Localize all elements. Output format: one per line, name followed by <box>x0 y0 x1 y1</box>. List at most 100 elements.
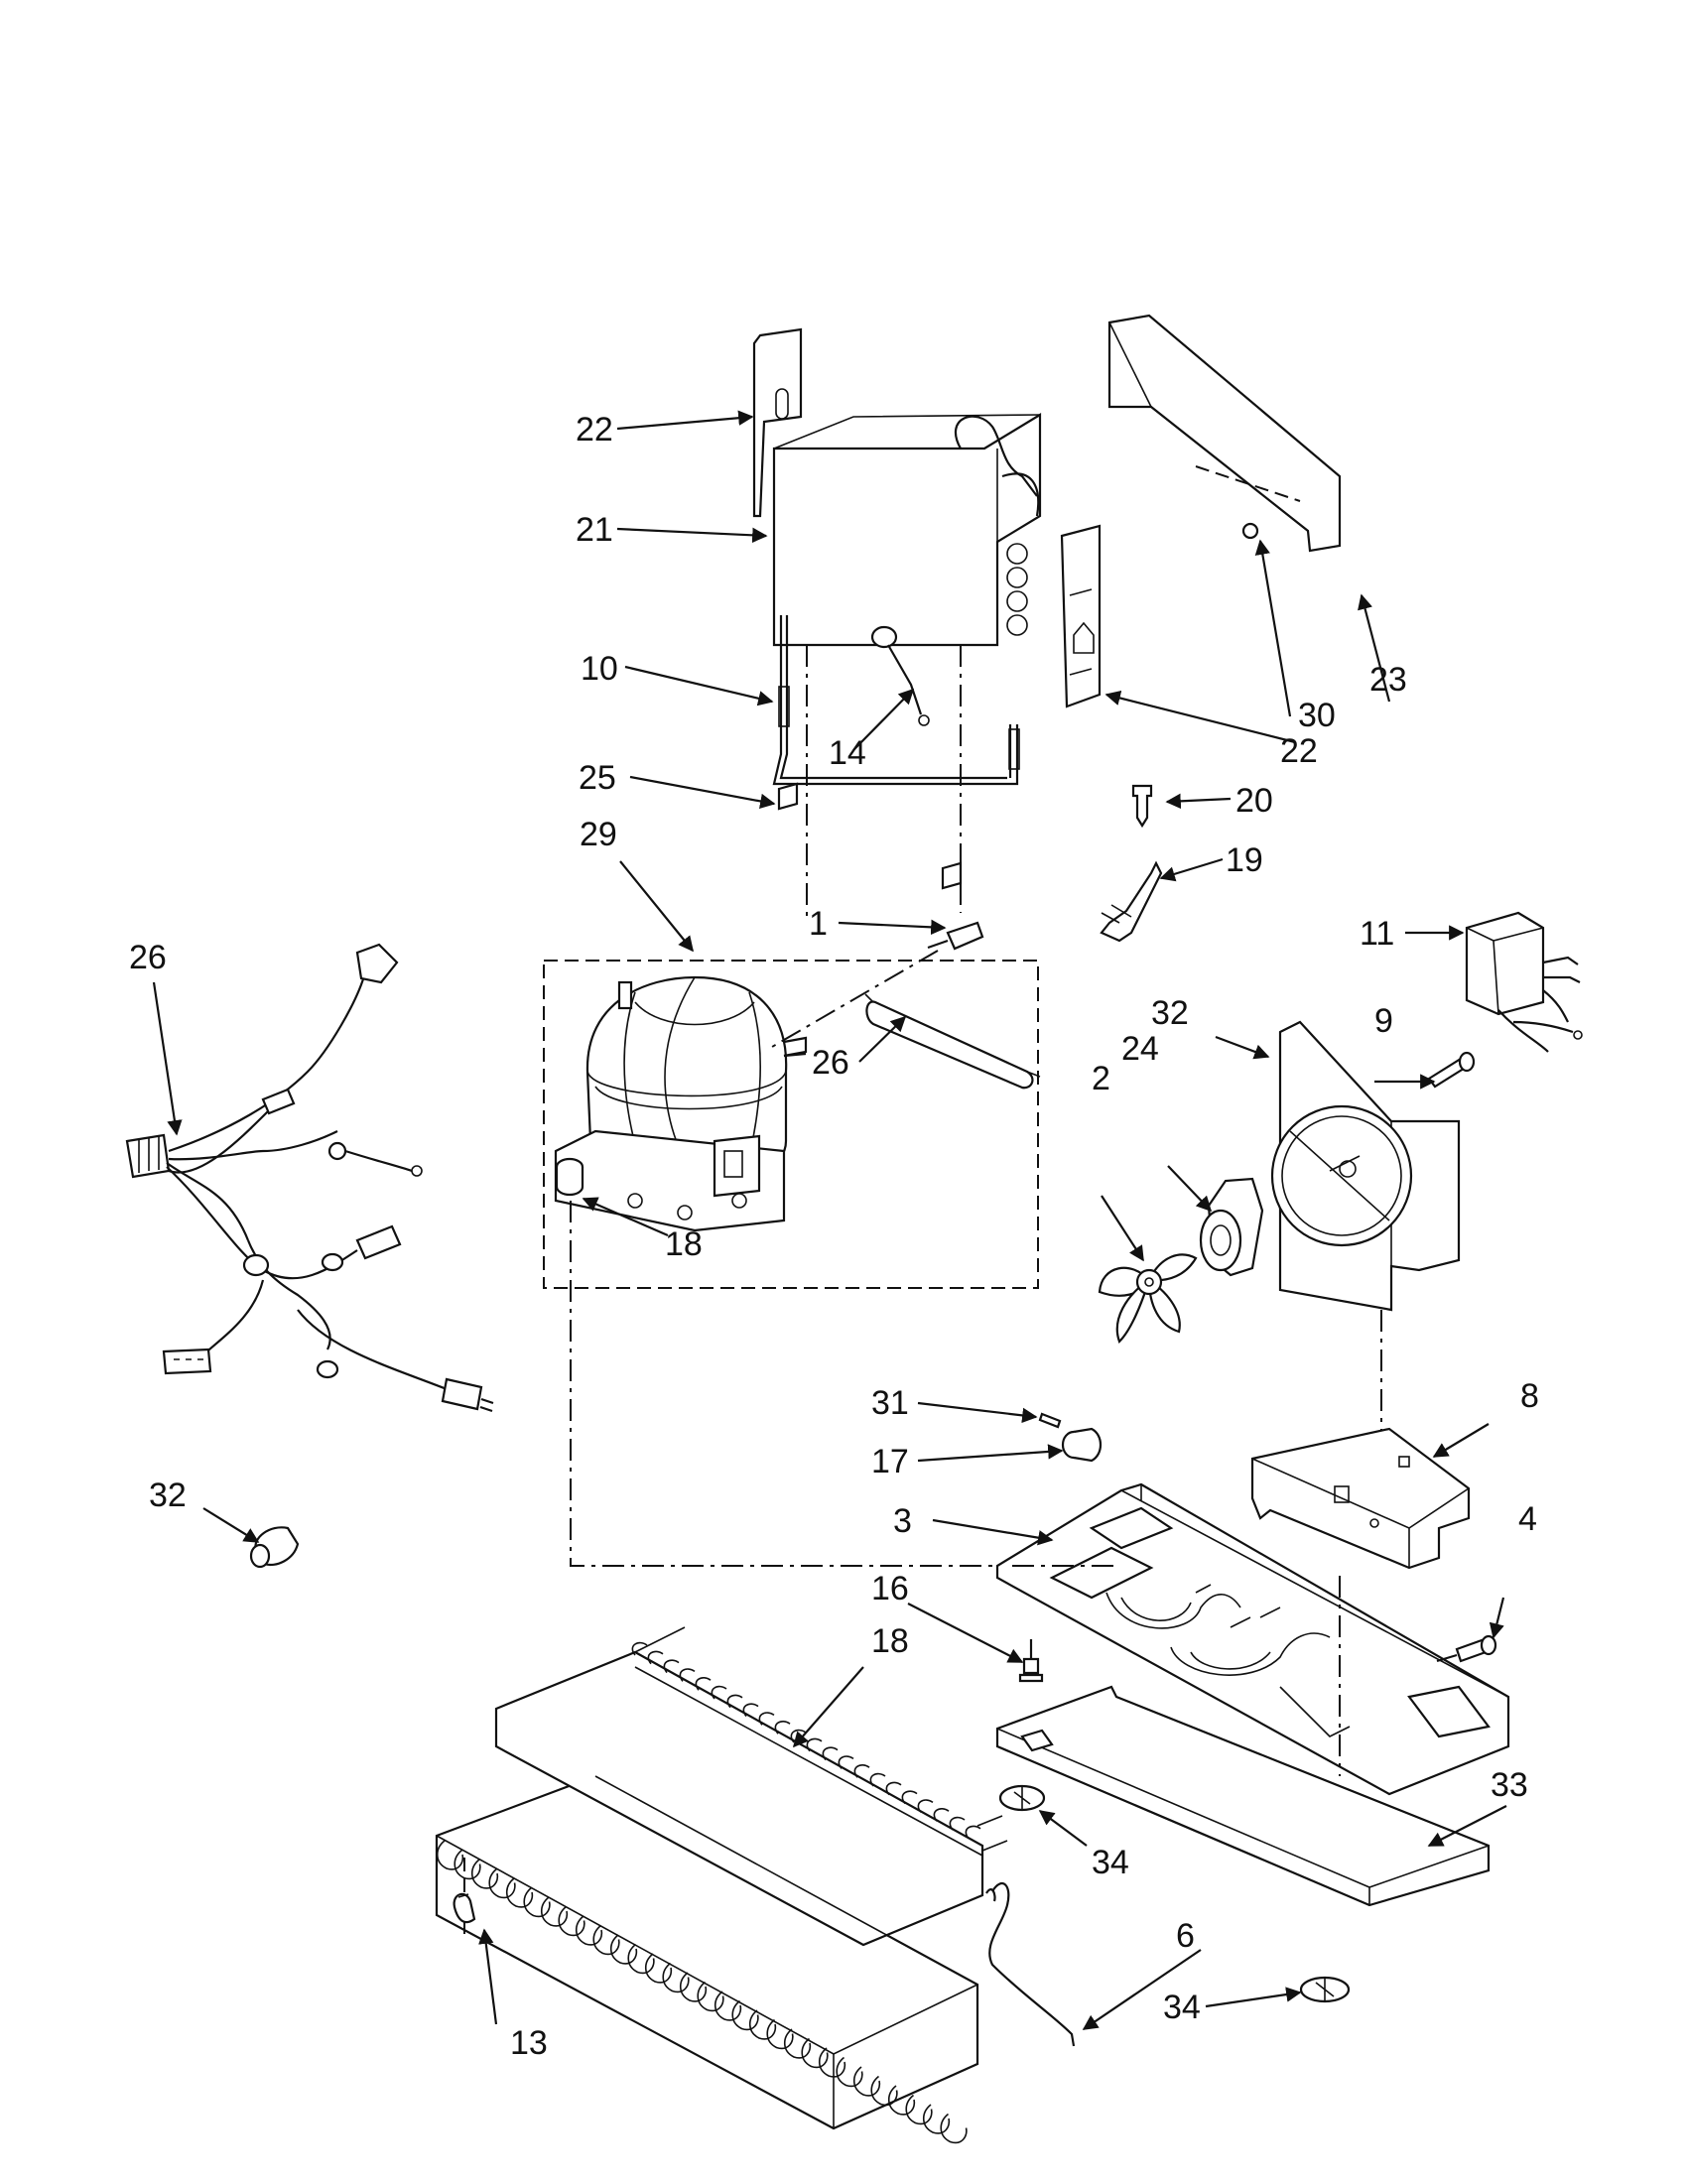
callout-29: 30 <box>1298 697 1336 734</box>
screw-9 <box>1427 1051 1476 1089</box>
callout-15: 17 <box>871 1443 909 1480</box>
callout-23-top: 22 <box>576 411 613 449</box>
grommet-15 <box>1061 1427 1103 1463</box>
condenser-tube-loop-top <box>885 1781 902 1796</box>
fan-motor <box>1199 1177 1264 1277</box>
fan-blade <box>1098 1253 1198 1345</box>
callout-6: 6 <box>1176 1917 1195 1955</box>
condenser-coil <box>435 1626 1008 2144</box>
condenser-tube-loop <box>505 1877 534 1908</box>
callout-10: 10 <box>581 650 618 688</box>
evaporator-assembly <box>752 327 1102 708</box>
fan-bracket <box>1250 1427 1471 1570</box>
callout-16: 16 <box>871 1570 909 1607</box>
condenser-tube-loop-top <box>806 1737 823 1752</box>
callout-14: 14 <box>829 734 866 772</box>
wire-6 <box>985 1882 1076 2047</box>
callout-11: 11 <box>1360 915 1394 953</box>
callout-20: 23 <box>1369 661 1407 699</box>
callout-24: 24 <box>1121 1030 1159 1068</box>
condenser-tube-loop <box>627 1943 655 1975</box>
callout-19: 19 <box>1226 841 1263 879</box>
condenser-tube-loop-top <box>901 1790 918 1805</box>
callout-25: 25 <box>579 759 616 797</box>
screw-1 <box>927 921 984 951</box>
condenser-tube-loop <box>852 2066 881 2097</box>
callout-28: 29 <box>580 816 617 853</box>
drain-pan <box>995 1685 1491 1907</box>
condenser-tube-loop <box>558 1905 585 1937</box>
evaporator-cover <box>1107 314 1342 553</box>
callout-30: 31 <box>871 1384 909 1422</box>
condenser-tube-loop-top <box>949 1816 966 1831</box>
condenser-tube-loop <box>766 2018 794 2050</box>
condenser-tube-loop <box>454 1849 481 1880</box>
callout-21: 20 <box>1235 782 1273 820</box>
plug-32 <box>249 1526 300 1569</box>
filter-drier <box>864 993 1041 1090</box>
base-pan <box>995 1482 1510 1796</box>
wiring-harness <box>125 943 494 1413</box>
callout-33: 33 <box>1491 1766 1528 1804</box>
callout-9: 9 <box>1374 1002 1393 1040</box>
condenser-tube-loop-top <box>663 1659 680 1674</box>
condenser-tube-loop <box>609 1934 638 1965</box>
condenser-tube-loop-top <box>711 1685 727 1700</box>
callout-3: 3 <box>893 1502 912 1540</box>
callout-27: 26 <box>812 1044 849 1082</box>
condenser-tube-loop-top <box>679 1668 696 1682</box>
callout-22: 21 <box>576 511 613 549</box>
condenser-tube-loop <box>488 1867 516 1899</box>
callout-34-front: 34 <box>1092 1844 1129 1881</box>
screw-bracket <box>1100 784 1163 943</box>
callout-26: 26 <box>129 939 167 976</box>
callout-2: 2 <box>1092 1060 1110 1097</box>
condenser-tube-loop <box>575 1915 603 1946</box>
defrost-heater <box>772 615 1020 890</box>
condenser-tube-loop <box>801 2037 829 2069</box>
evaporator-right-bracket <box>1060 524 1102 708</box>
compressor-grommet <box>555 1157 584 1197</box>
condenser-tube-loop-top <box>742 1703 759 1718</box>
condenser-tube-loop <box>523 1886 551 1918</box>
callout-labels: 22 21 10 25 29 14 1 26 18 23 30 22 20 19… <box>129 411 1539 2062</box>
condenser-tube-loop <box>644 1953 673 1984</box>
condenser-tube-loop <box>836 2056 863 2088</box>
condenser-tube-loop <box>940 2113 968 2144</box>
condenser-tube-loop <box>679 1972 708 2002</box>
condenser-tube-loop <box>748 2009 777 2040</box>
condenser-tube-loop <box>592 1924 620 1956</box>
fan-shroud <box>1270 1020 1461 1312</box>
condenser-tube-loop-top <box>695 1677 712 1691</box>
condenser-tube-loop-top <box>822 1746 839 1761</box>
condenser-tube-loop-top <box>853 1764 870 1778</box>
relay-box <box>1465 911 1583 1053</box>
condenser-tube-loop-top <box>933 1808 950 1822</box>
evaporator-left-bracket <box>752 327 803 518</box>
condenser-tube-loop <box>436 1840 464 1870</box>
condenser-tube-loop <box>697 1981 724 2012</box>
callout-18: 18 <box>871 1622 909 1660</box>
evaporator-coil <box>772 413 1042 647</box>
callout-34-rear: 34 <box>1163 1989 1201 2026</box>
callout-1: 1 <box>809 905 828 943</box>
compressor <box>554 975 808 1232</box>
condenser-tube-loop <box>905 2094 933 2125</box>
condenser-tube-loop-top <box>774 1721 791 1734</box>
callout-4: 4 <box>1518 1500 1537 1538</box>
compressor-assembly-box <box>543 960 1039 1289</box>
condenser-tubes <box>436 1641 981 2144</box>
condenser-tube-loop <box>887 2085 916 2116</box>
condenser-tube-loop-top <box>647 1650 664 1665</box>
leader-lines <box>152 410 1507 2030</box>
condenser-tube-loop <box>714 1991 742 2021</box>
condenser-tube-loop-top <box>869 1772 886 1787</box>
screw-16 <box>1018 1639 1044 1683</box>
leveling-foot-front <box>998 1784 1046 1812</box>
callout-32: 32 <box>149 1477 187 1514</box>
callout-23-right: 22 <box>1280 732 1318 770</box>
condenser-tube-loop-top <box>631 1641 648 1656</box>
condenser-tube-loop <box>470 1859 499 1889</box>
condenser-tube-loop <box>731 1999 759 2031</box>
